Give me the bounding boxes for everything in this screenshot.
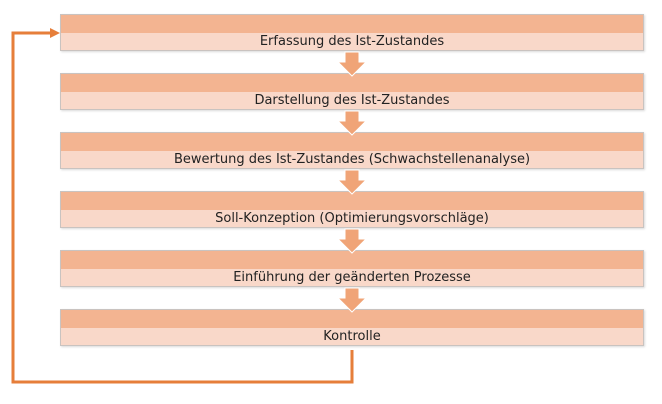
step-label-4: Soll-Konzeption (Optimierungsvorschläge) bbox=[215, 211, 489, 226]
step-label-5: Einführung der geänderten Prozesse bbox=[233, 270, 471, 285]
step-box-5: Einführung der geänderten Prozesse bbox=[60, 250, 644, 287]
down-arrow-2 bbox=[336, 110, 368, 136]
step-label-6: Kontrolle bbox=[323, 329, 381, 344]
down-arrow-5 bbox=[336, 287, 368, 313]
down-arrow-4 bbox=[336, 228, 368, 254]
down-arrow-1 bbox=[336, 51, 368, 77]
step-label-2: Darstellung des Ist-Zustandes bbox=[254, 93, 450, 108]
step-label-1: Erfassung des Ist-Zustandes bbox=[259, 34, 445, 49]
step-label-3: Bewertung des Ist-Zustandes (Schwachstel… bbox=[173, 152, 531, 167]
step-box-2: Darstellung des Ist-Zustandes bbox=[60, 73, 644, 110]
step-box-4: Soll-Konzeption (Optimierungsvorschläge) bbox=[60, 191, 644, 228]
step-box-6: Kontrolle bbox=[60, 309, 644, 346]
step-box-1: Erfassung des Ist-Zustandes bbox=[60, 14, 644, 51]
down-arrow-3 bbox=[336, 169, 368, 195]
